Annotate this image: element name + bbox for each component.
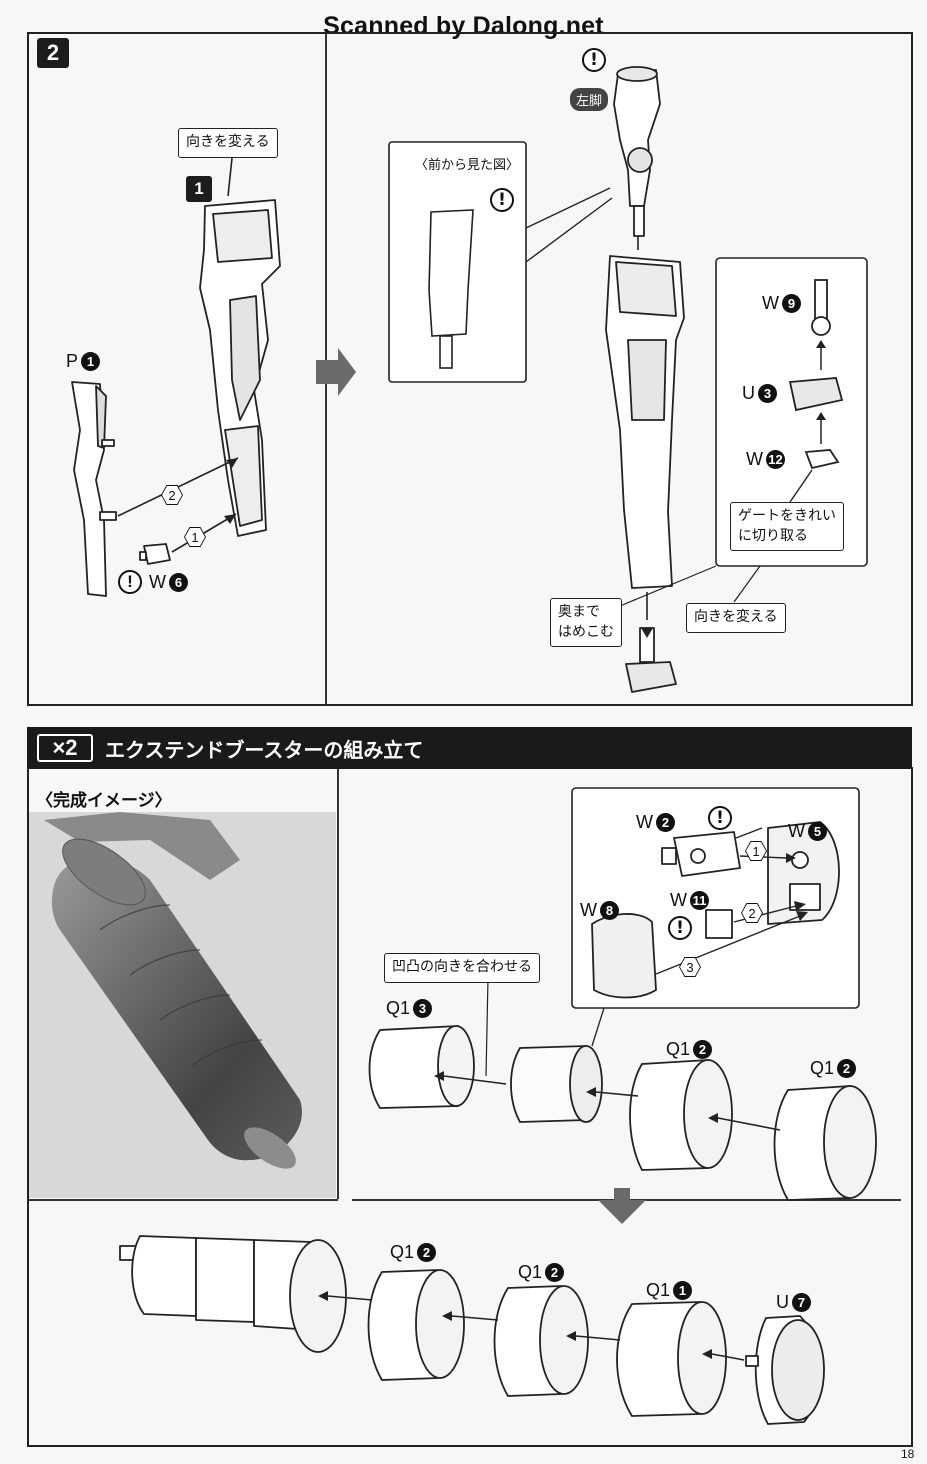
section-title: エクステンドブースターの組み立て (105, 737, 424, 762)
callout-turn-direction-2: 向きを変える (686, 603, 786, 633)
step-number: 2 (37, 38, 69, 68)
part-number-badge: 5 (808, 822, 827, 841)
left-leg-badge: 左脚 (570, 88, 609, 111)
part-number-badge: 3 (758, 384, 777, 403)
part-number-badge: 11 (690, 891, 709, 910)
part-number-badge: 3 (413, 999, 433, 1018)
sequence-2: 2 (742, 904, 762, 922)
section-header: ×2 エクステンドブースターの組み立て (27, 727, 912, 769)
part-number-badge: 6 (169, 572, 188, 592)
step-2-panel (27, 32, 913, 706)
part-number-badge: 1 (673, 1281, 693, 1300)
scan-credit: Scanned by Dalong.net (323, 12, 604, 40)
multiplier-badge: ×2 (37, 734, 93, 762)
callout-cut-gate: ゲートをきれいに切り取る (730, 502, 844, 552)
part-number-badge: 2 (545, 1263, 565, 1282)
part-number-badge: 2 (693, 1040, 713, 1059)
part-number-badge: 2 (417, 1243, 437, 1262)
booster-panel (27, 767, 913, 1447)
part-number-badge: 7 (792, 1293, 811, 1312)
callout-turn-direction: 向きを変える (178, 128, 278, 158)
preview-title: 〈完成イメージ〉 (36, 791, 172, 811)
page-number: 18 (901, 1447, 915, 1461)
sequence-3: 3 (680, 958, 700, 976)
part-number-badge: 8 (600, 901, 619, 920)
caution-icon: ! (668, 916, 692, 940)
sub-step-number: 1 (186, 176, 212, 202)
part-number-badge: 12 (766, 450, 785, 469)
caution-icon: ! (118, 570, 142, 594)
part-number-badge: 2 (656, 813, 675, 832)
caution-icon: ! (490, 188, 514, 212)
part-number-badge: 1 (81, 352, 101, 371)
caution-icon: ! (582, 48, 606, 72)
front-view-title: 〈前から見た図〉 (415, 158, 520, 173)
preview-divider (337, 769, 339, 1199)
preview-bottom-line (29, 1199, 338, 1201)
callout-align-notches: 凹凸の向きを合わせる (384, 953, 540, 983)
sequence-1: 1 (185, 528, 205, 546)
part-number-badge: 9 (782, 294, 801, 313)
part-number-badge: 2 (837, 1059, 857, 1078)
sequence-1: 1 (746, 842, 766, 860)
callout-press-fully: 奥まではめこむ (550, 598, 622, 648)
caution-icon: ! (708, 806, 732, 830)
sequence-2: 2 (162, 486, 182, 504)
